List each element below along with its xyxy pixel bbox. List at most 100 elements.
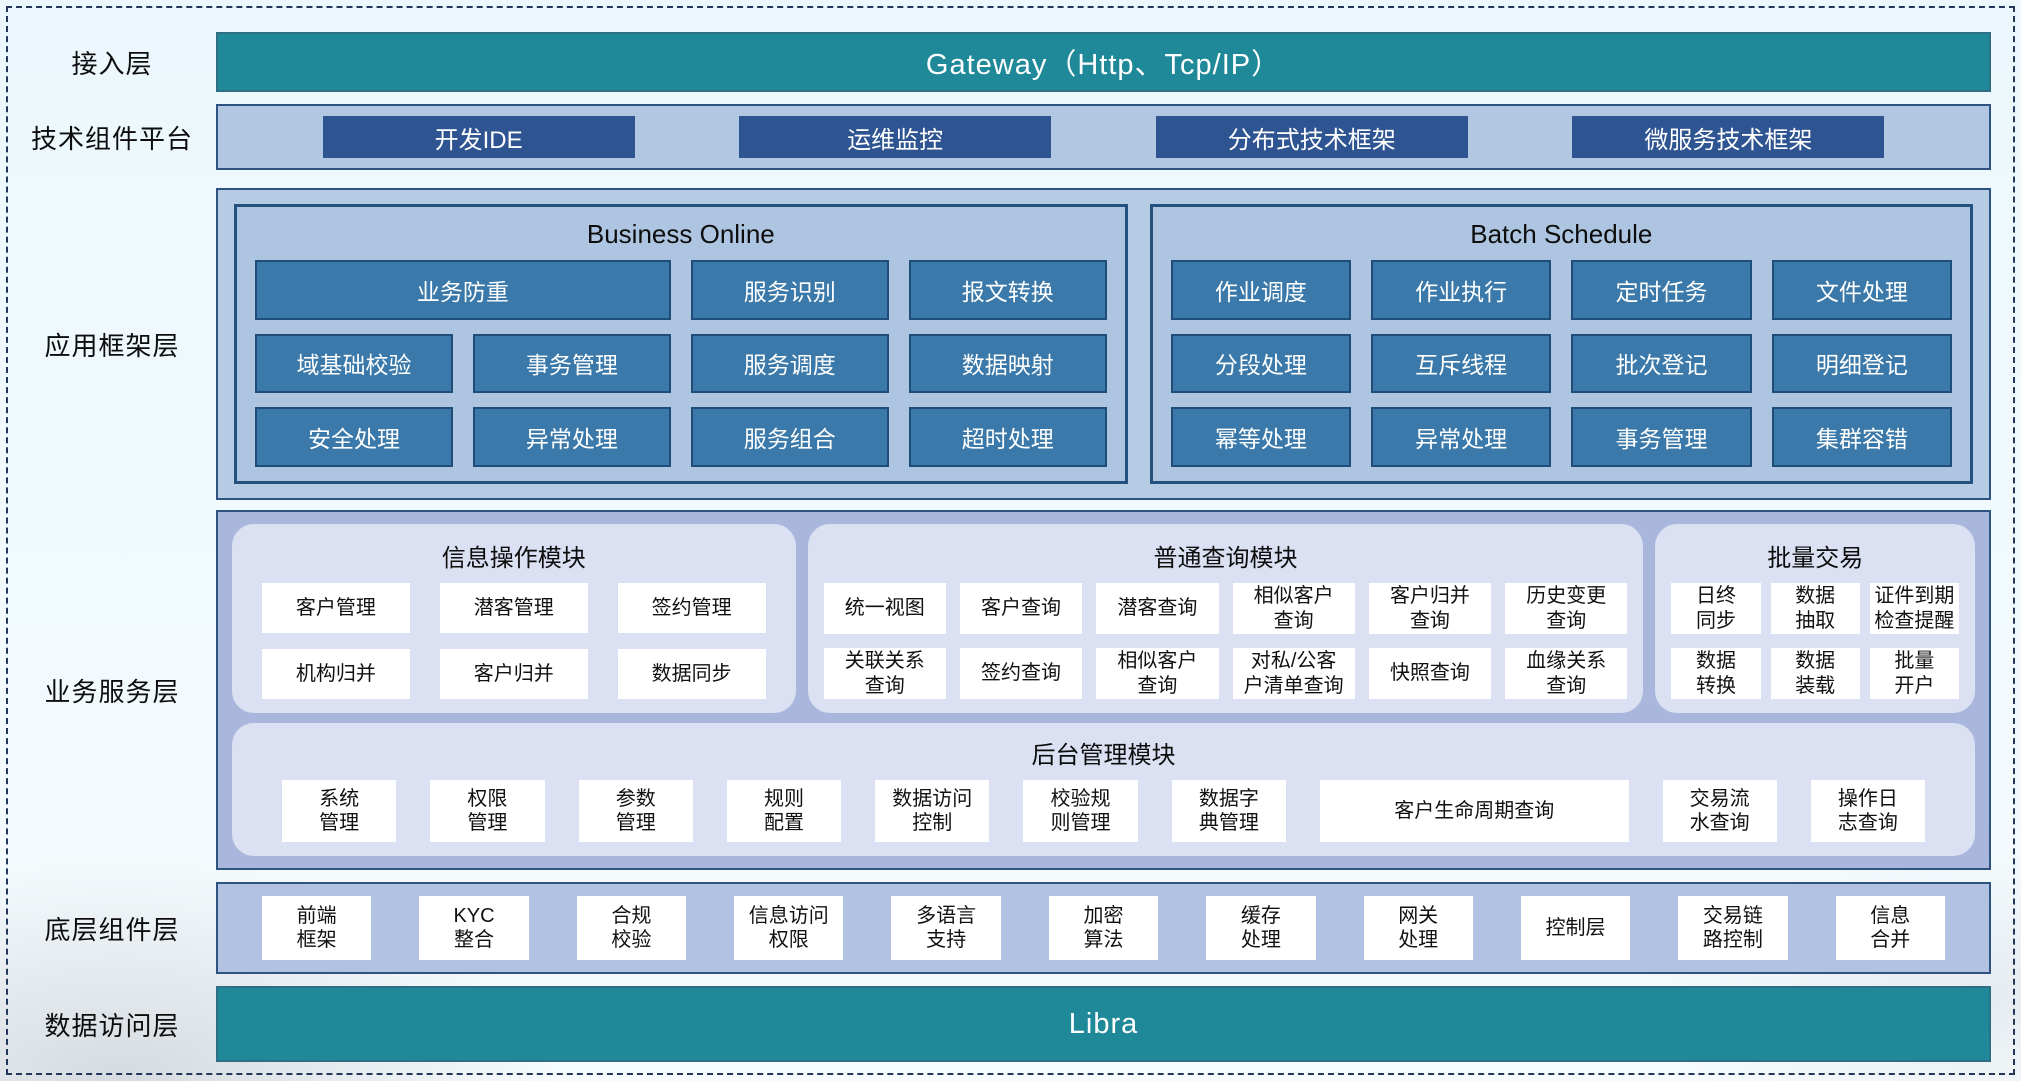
batch-schedule-panel: Batch Schedule 作业调度 作业执行 定时任务 文件处理 分段处理 … xyxy=(1149,204,1973,484)
module-card: 历史变更 查询 xyxy=(1505,583,1628,634)
module-card: 机构归并 xyxy=(262,649,410,699)
base-components-panel: 前端 框架 KYC 整合 合规 校验 信息访问 权限 多语言 支持 加密 算法 … xyxy=(216,882,1991,974)
module-card: 数据访问 控制 xyxy=(875,780,990,842)
base-card: 多语言 支持 xyxy=(891,896,1001,960)
framework-item: 事务管理 xyxy=(1571,407,1752,467)
framework-item: 数据映射 xyxy=(908,333,1107,394)
framework-item: 业务防重 xyxy=(255,260,671,320)
tech-platform-row: 技术组件平台 开发IDE 运维监控 分布式技术框架 微服务技术框架 xyxy=(8,104,2013,170)
framework-item: 服务识别 xyxy=(690,260,889,320)
base-card: 合规 校验 xyxy=(576,896,687,960)
business-service-row: 业务服务层 信息操作模块 客户管理 潜客管理 签约管理 机构归并 客户归并 数据… xyxy=(8,510,2013,870)
module-card: 批量 开户 xyxy=(1869,648,1959,699)
layer-label-data-access: 数据访问层 xyxy=(44,1010,180,1041)
module-card: 校验规 则管理 xyxy=(1023,780,1138,842)
app-framework-panel: Business Online 业务防重 服务识别 报文转换 域基础校验 事务管… xyxy=(216,188,1991,500)
framework-item: 分段处理 xyxy=(1170,333,1351,394)
framework-item: 幂等处理 xyxy=(1170,407,1351,467)
framework-item: 域基础校验 xyxy=(255,333,453,394)
layer-label-business-service: 业务服务层 xyxy=(44,676,180,707)
libra-text: Libra xyxy=(1068,1007,1139,1040)
business-online-panel: Business Online 业务防重 服务识别 报文转换 域基础校验 事务管… xyxy=(234,204,1128,484)
framework-item: 异常处理 xyxy=(472,407,671,467)
framework-item: 文件处理 xyxy=(1771,260,1952,320)
framework-item: 服务组合 xyxy=(690,407,889,467)
business-online-title: Business Online xyxy=(586,219,775,249)
gateway-bar: Gateway（Http、Tcp/IP） xyxy=(216,32,1991,92)
module-card: 规则 配置 xyxy=(726,780,842,842)
framework-item: 明细登记 xyxy=(1771,333,1952,394)
framework-item: 作业执行 xyxy=(1370,260,1552,320)
admin-cards-row: 系统 管理 权限 管理 参数 管理 规则 配置 数据访问 控制 校验规 则管理 … xyxy=(248,780,1959,842)
tech-item: 分布式技术框架 xyxy=(1155,116,1468,158)
module-card: 统一视图 xyxy=(823,583,946,634)
module-card: 参数 管理 xyxy=(578,780,693,842)
module-title: 信息操作模块 xyxy=(441,545,586,572)
data-access-row: 数据访问层 Libra xyxy=(8,986,2013,1062)
module-card: 客户生命周期查询 xyxy=(1319,780,1629,842)
module-card: 证件到期 检查提醒 xyxy=(1869,583,1959,634)
layer-label-base-components: 底层组件层 xyxy=(44,914,180,945)
tech-item: 运维监控 xyxy=(739,116,1052,158)
module-card: 签约查询 xyxy=(959,648,1083,699)
base-card: 信息 合并 xyxy=(1835,896,1945,960)
module-card: 快照查询 xyxy=(1368,648,1492,699)
batch-schedule-grid: 作业调度 作业执行 定时任务 文件处理 分段处理 互斥线程 批次登记 明细登记 … xyxy=(1170,260,1952,467)
libra-bar: Libra xyxy=(216,986,1991,1062)
module-card: 潜客查询 xyxy=(1096,583,1219,634)
module-card: 日终 同步 xyxy=(1671,583,1761,634)
base-card: 信息访问 权限 xyxy=(734,896,844,960)
gateway-text: Gateway（Http、Tcp/IP） xyxy=(925,49,1282,81)
business-modules-row: 信息操作模块 客户管理 潜客管理 签约管理 机构归并 客户归并 数据同步 普通查… xyxy=(232,524,1975,713)
module-card: 数据 装载 xyxy=(1770,648,1860,699)
framework-item: 集群容错 xyxy=(1771,407,1952,467)
framework-item: 报文转换 xyxy=(908,260,1107,320)
framework-item: 批次登记 xyxy=(1571,333,1752,394)
module-card: 数据 转换 xyxy=(1671,648,1761,699)
admin-management-module: 后台管理模块 系统 管理 权限 管理 参数 管理 规则 配置 数据访问 控制 校… xyxy=(232,723,1975,856)
module-card: 潜客管理 xyxy=(439,583,588,633)
info-operation-module: 信息操作模块 客户管理 潜客管理 签约管理 机构归并 客户归并 数据同步 xyxy=(232,524,796,713)
base-components-row: 底层组件层 前端 框架 KYC 整合 合规 校验 信息访问 权限 多语言 支持 … xyxy=(8,882,2013,974)
framework-item: 互斥线程 xyxy=(1370,333,1552,394)
general-query-module: 普通查询模块 统一视图 客户查询 潜客查询 相似客户 查询 客户归并 查询 历史… xyxy=(807,524,1644,713)
module-title: 普通查询模块 xyxy=(1153,545,1298,572)
module-card: 系统 管理 xyxy=(282,780,397,842)
module-card: 数据字 典管理 xyxy=(1171,780,1286,842)
module-title: 批量交易 xyxy=(1767,545,1864,572)
batch-transaction-module: 批量交易 日终 同步 数据 抽取 证件到期 检查提醒 数据 转换 数据 装载 批… xyxy=(1655,524,1975,713)
base-card: 前端 框架 xyxy=(262,896,372,960)
module-card: 相似客户 查询 xyxy=(1096,648,1219,699)
tech-item: 微服务技术框架 xyxy=(1572,116,1885,158)
module-card: 数据 抽取 xyxy=(1770,583,1860,634)
layer-label-access: 接入层 xyxy=(71,48,153,79)
module-card: 签约管理 xyxy=(617,583,766,633)
module-card: 客户管理 xyxy=(262,583,410,633)
framework-item: 服务调度 xyxy=(690,333,889,394)
module-card: 对私/公客 户清单查询 xyxy=(1232,648,1355,699)
framework-item: 作业调度 xyxy=(1170,260,1351,320)
layer-label-tech-platform: 技术组件平台 xyxy=(30,123,193,154)
module-grid: 客户管理 潜客管理 签约管理 机构归并 客户归并 数据同步 xyxy=(262,583,766,699)
module-grid: 统一视图 客户查询 潜客查询 相似客户 查询 客户归并 查询 历史变更 查询 关… xyxy=(823,583,1628,699)
tech-platform-bar: 开发IDE 运维监控 分布式技术框架 微服务技术框架 xyxy=(216,104,1991,170)
access-layer-row: 接入层 Gateway（Http、Tcp/IP） xyxy=(8,32,2013,92)
business-online-grid: 业务防重 服务识别 报文转换 域基础校验 事务管理 服务调度 数据映射 安全处理… xyxy=(255,260,1107,467)
business-service-panel: 信息操作模块 客户管理 潜客管理 签约管理 机构归并 客户归并 数据同步 普通查… xyxy=(216,510,1991,870)
base-card: 控制层 xyxy=(1520,896,1631,960)
module-card: 权限 管理 xyxy=(430,780,545,842)
module-card: 关联关系 查询 xyxy=(823,648,946,699)
layer-label-app-framework: 应用框架层 xyxy=(44,330,180,361)
tech-item: 开发IDE xyxy=(322,116,635,158)
base-card: 加密 算法 xyxy=(1048,896,1159,960)
framework-item: 异常处理 xyxy=(1370,407,1552,467)
app-framework-row: 应用框架层 Business Online 业务防重 服务识别 报文转换 域基础… xyxy=(8,188,2013,500)
module-card: 客户归并 查询 xyxy=(1368,583,1492,634)
base-card: 交易链 路控制 xyxy=(1678,896,1788,960)
base-card: 缓存 处理 xyxy=(1206,896,1316,960)
framework-item: 事务管理 xyxy=(472,333,671,394)
module-card: 操作日 志查询 xyxy=(1810,780,1926,842)
module-card: 相似客户 查询 xyxy=(1232,583,1355,634)
module-title: 后台管理模块 xyxy=(1031,742,1176,769)
module-card: 数据同步 xyxy=(617,649,766,699)
